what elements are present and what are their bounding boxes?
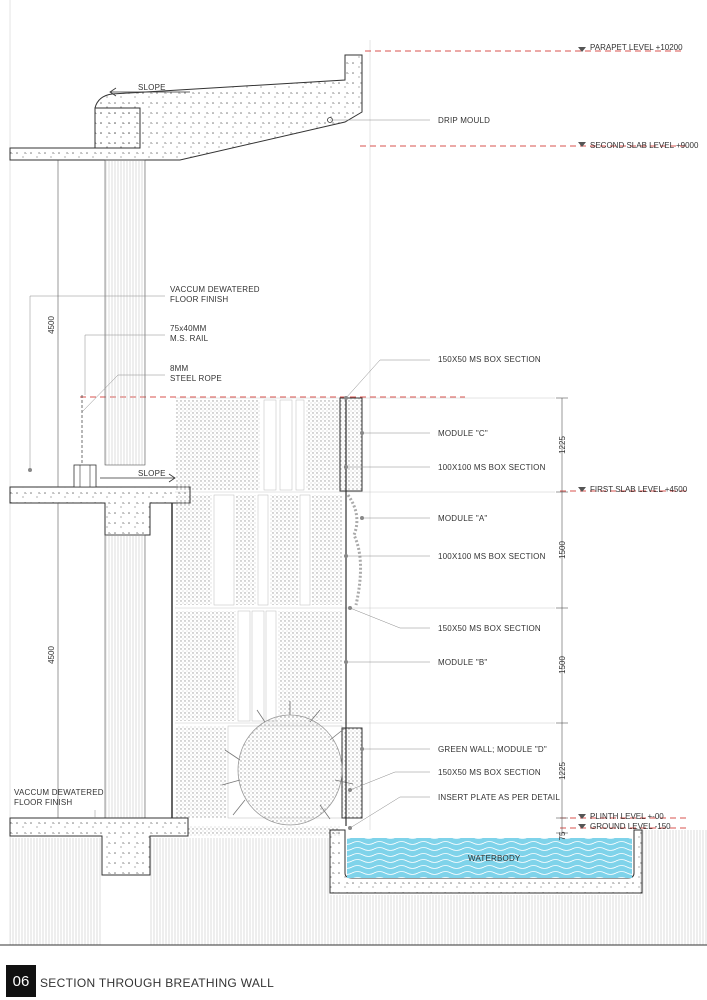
label-rope-1: 8MM	[170, 364, 189, 373]
label-module-a: MODULE "A"	[438, 514, 487, 523]
gravel-strip	[188, 826, 340, 836]
module-a-panels	[176, 494, 363, 606]
ground-hatch-mid	[150, 838, 330, 945]
section-drawing: SLOPE SLOPE	[0, 0, 707, 946]
dim-plinth: 75	[558, 831, 567, 840]
drawing-title: SECTION THROUGH BREATHING WALL	[40, 976, 275, 990]
dim-module-a: 1500	[558, 541, 567, 559]
leader-lines	[29, 119, 430, 829]
label-drip-mould: DRIP MOULD	[438, 116, 490, 125]
dim-module-d: 1225	[558, 762, 567, 780]
dimension-lines	[57, 160, 568, 834]
label-module-b: MODULE "B"	[438, 658, 487, 667]
label-green-wall: GREEN WALL; MODULE "D"	[438, 745, 547, 754]
level-ground: GROUND LEVEL -150	[590, 822, 671, 831]
ground-hatch	[10, 838, 102, 945]
label-box-100-c: 100X100 MS BOX SECTION	[438, 463, 546, 472]
label-vdf-top-2: FLOOR FINISH	[170, 295, 228, 304]
reference-lines	[9, 0, 555, 945]
slope-label-mid: SLOPE	[138, 469, 166, 478]
label-module-c: MODULE "C"	[438, 429, 488, 438]
label-box-150-bot: 150X50 MS BOX SECTION	[438, 768, 541, 777]
dim-module-b: 1500	[558, 656, 567, 674]
label-box-150-top: 150X50 MS BOX SECTION	[438, 355, 541, 364]
label-rail-1: 75x40MM	[170, 324, 207, 333]
waterbody	[329, 829, 643, 894]
label-rail-2: M.S. RAIL	[170, 334, 209, 343]
level-markers	[578, 47, 586, 829]
slope-label-top: SLOPE	[138, 83, 166, 92]
level-second-slab: SECOND SLAB LEVEL +9000	[590, 141, 699, 150]
roof-slab	[9, 54, 363, 161]
dim-module-c: 1225	[558, 436, 567, 454]
level-plinth: PLINTH LEVEL +-00	[590, 812, 664, 821]
level-parapet: PARAPET LEVEL +10200	[590, 43, 683, 52]
dim-lower-storey: 4500	[47, 646, 56, 664]
ground-hatch-right	[640, 830, 707, 945]
slope-arrow-mid	[100, 473, 176, 483]
label-box-150-mid: 150X50 MS BOX SECTION	[438, 624, 541, 633]
plant-foliage	[221, 701, 354, 826]
module-c-panels	[176, 397, 363, 492]
level-first-slab: FIRST SLAB LEVEL +4500	[590, 485, 688, 494]
slope-arrow-top	[109, 87, 190, 97]
label-vdf-top-1: VACCUM DEWATERED	[170, 285, 260, 294]
label-vdf-bot-1: VACCUM DEWATERED	[14, 788, 104, 797]
module-b-panels	[176, 610, 342, 722]
dim-upper-storey: 4500	[47, 316, 56, 334]
label-rope-2: STEEL ROPE	[170, 374, 222, 383]
waterbody-label: WATERBODY	[468, 854, 521, 863]
ground-hatch-under-pool	[330, 895, 640, 945]
leader-dots	[28, 396, 364, 830]
first-slab	[9, 464, 191, 536]
column-upper	[104, 159, 146, 466]
label-insert-plate: INSERT PLATE AS PER DETAIL	[438, 793, 560, 802]
label-vdf-bot-2: FLOOR FINISH	[14, 798, 72, 807]
column-lower	[104, 534, 146, 819]
label-box-100-a: 100X100 MS BOX SECTION	[438, 552, 546, 561]
drawing-number: 06	[6, 965, 36, 997]
